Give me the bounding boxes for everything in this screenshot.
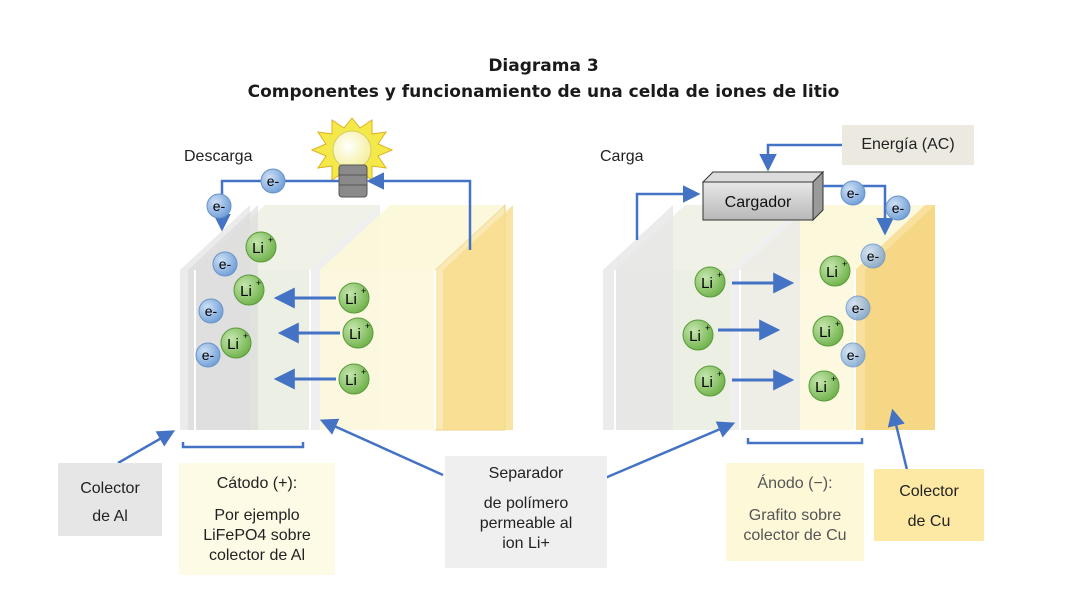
li-ion: Li + (819, 255, 851, 287)
li-ion: Li + (812, 315, 844, 347)
electron-ion: e- (212, 251, 238, 277)
diagram-subtitle: Componentes y funcionamiento de una celd… (247, 82, 840, 102)
li-ion: Li + (808, 370, 840, 402)
li-label: Li (815, 379, 827, 396)
li-plus: + (835, 319, 840, 329)
electron-label: e- (847, 185, 860, 201)
separator-box: Separador de polímero permeable al ion L… (445, 456, 607, 568)
li-label: Li (345, 291, 357, 308)
anode-line2: Grafito sobre (748, 507, 842, 524)
li-plus: + (717, 369, 722, 379)
electron-ion: e- (860, 243, 886, 269)
light-bulb-icon (310, 117, 394, 198)
li-ion: Li + (342, 317, 374, 349)
li-label: Li (345, 372, 357, 389)
al-collector-line2: de Al (92, 508, 128, 525)
electron-label: e- (867, 248, 880, 264)
electron-ion: e- (885, 195, 911, 221)
li-ion: Li + (682, 319, 714, 351)
separator-line2: de polímero (483, 495, 569, 512)
al-collector-box: Colector de Al (58, 463, 162, 536)
cathode-bracket (181, 442, 305, 449)
electron-label: e- (219, 256, 232, 272)
electron-ion: e- (840, 180, 866, 206)
anode-bracket (746, 438, 864, 445)
discharge-wire-right (366, 172, 472, 250)
li-plus: + (705, 323, 710, 333)
charge-wire-left (635, 185, 701, 240)
li-label: Li (349, 326, 361, 343)
al-collector-line1: Colector (80, 480, 140, 497)
li-plus: + (256, 278, 261, 288)
li-ion: Li + (233, 274, 265, 306)
li-plus: + (831, 374, 836, 384)
cu-collector-line1: Colector (899, 483, 959, 500)
cathode-line2: Por ejemplo (214, 507, 300, 524)
electron-ion: e- (260, 168, 286, 194)
separator-line3: permeable al (479, 515, 573, 532)
li-plus: + (361, 286, 366, 296)
anode-line3: colector de Cu (743, 527, 847, 544)
al-collector-pointer (117, 430, 176, 465)
electron-ion: e- (845, 295, 871, 321)
separator-pointer-right (604, 421, 736, 480)
electron-label: e- (267, 173, 280, 189)
energy-wire (759, 143, 842, 172)
electron-ion: e- (195, 342, 221, 368)
li-label: Li (689, 328, 701, 345)
li-plus: + (268, 235, 273, 245)
anode-box: Ánodo (−): Grafito sobre colector de Cu (726, 463, 864, 561)
li-plus: + (842, 259, 847, 269)
li-ion: Li + (694, 365, 726, 397)
energy-ac-box: Energía (AC) (842, 125, 974, 165)
discharge-label: Descarga (184, 148, 253, 165)
li-label: Li (701, 374, 713, 391)
li-plus: + (243, 331, 248, 341)
li-label: Li (819, 324, 831, 341)
electron-label: e- (202, 347, 215, 363)
li-label: Li (701, 275, 713, 292)
electron-ion: e- (198, 298, 224, 324)
electron-ion: e- (840, 342, 866, 368)
li-plus: + (717, 270, 722, 280)
cu-collector-box: Colector de Cu (874, 469, 984, 541)
electron-label: e- (205, 303, 218, 319)
cu-collector-pointer (887, 408, 910, 475)
li-label: Li (252, 240, 264, 257)
charger-box: Cargador (701, 170, 825, 222)
li-ion: Li + (694, 266, 726, 298)
electron-label: e- (213, 198, 226, 214)
li-label: Li (826, 264, 838, 281)
separator-title: Separador (488, 465, 564, 482)
diagram-title: Diagrama 3 (488, 56, 599, 76)
discharge-cell (180, 203, 513, 431)
right-al-collector-panel (603, 205, 673, 430)
cathode-line3: LiFePO4 sobre (203, 527, 311, 544)
cathode-title: Cátodo (+): (216, 475, 298, 492)
anode-title: Ánodo (−): (757, 475, 833, 492)
electron-label: e- (852, 300, 865, 316)
charge-label: Carga (600, 148, 644, 165)
separator-line4: ion Li+ (502, 535, 550, 552)
li-ion: Li + (338, 363, 370, 395)
li-plus: + (365, 321, 370, 331)
separator-pointer-left (319, 418, 444, 477)
electron-label: e- (892, 200, 905, 216)
charger-label: Cargador (725, 194, 792, 211)
cathode-box: Cátodo (+): Por ejemplo LiFePO4 sobre co… (179, 463, 335, 575)
li-ion: Li + (220, 327, 252, 359)
li-label: Li (240, 283, 252, 300)
cathode-line4: colector de Al (208, 547, 306, 564)
electron-label: e- (847, 347, 860, 363)
cu-collector-line2: de Cu (907, 513, 951, 530)
li-ion: Li + (245, 231, 277, 263)
electron-ion: e- (206, 193, 232, 219)
energy-ac-label: Energía (AC) (861, 136, 955, 153)
li-label: Li (227, 336, 239, 353)
charge-cell (603, 205, 935, 430)
li-ion: Li + (338, 282, 370, 314)
li-plus: + (361, 367, 366, 377)
